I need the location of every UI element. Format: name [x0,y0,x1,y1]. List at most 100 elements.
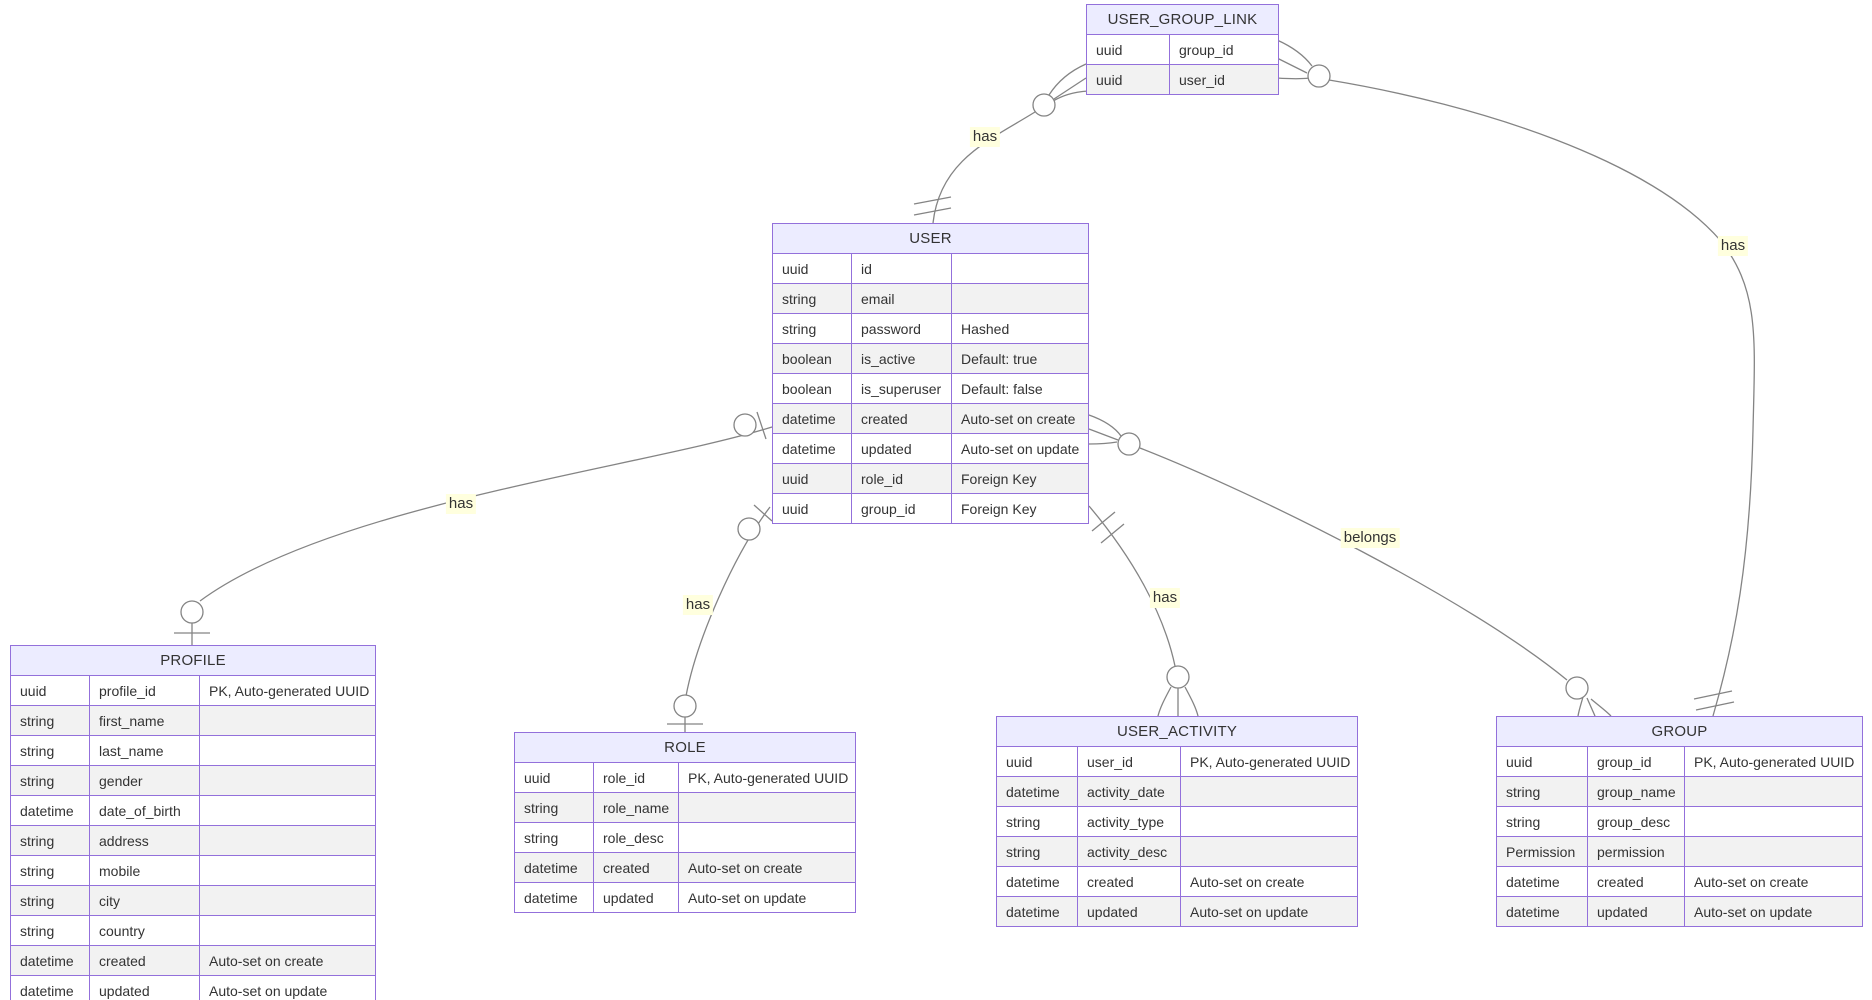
attr-name: created [1587,867,1684,896]
attr-name: group_id [851,494,951,523]
attr-type: string [20,922,55,939]
entity-title: PROFILE [11,646,375,676]
edge-link-group [1276,39,1755,717]
attr-comment [1684,777,1862,806]
tick-one [1100,523,1125,544]
crow-foot-many [1276,39,1313,67]
attr-comment [951,254,1088,283]
attr-name: email [851,284,951,313]
attr-type: string [20,832,55,849]
attr-name: first_name [89,706,199,735]
attr-comment [1180,837,1357,866]
attr-name: created [851,404,951,433]
attr-type: uuid [1006,753,1033,770]
attr-comment [199,916,375,945]
zero-circle [673,694,697,718]
attr-type: datetime [1006,783,1060,800]
entity-row: uuid group_id [1087,35,1278,65]
attr-type: uuid [1096,41,1123,58]
attr-name: updated [89,976,199,1000]
attr-type: string [1506,813,1541,830]
attr-name: role_id [851,464,951,493]
attr-name: city [89,886,199,915]
attr-comment: Foreign Key [951,494,1088,523]
attr-name: role_name [593,793,678,822]
attr-comment: Auto-set on update [678,883,855,912]
attr-comment [199,766,375,795]
attr-comment [951,284,1088,313]
entity-title: GROUP [1497,717,1862,747]
attr-type: boolean [782,380,832,397]
attr-comment: Auto-set on create [199,946,375,975]
attr-name: is_superuser [851,374,951,403]
attr-type: Permission [1506,843,1576,860]
crow-foot-many [1184,686,1199,717]
attr-type: datetime [20,952,74,969]
attr-comment: Auto-set on create [951,404,1088,433]
relationship-label: belongs [1340,528,1400,548]
attr-type: datetime [782,440,836,457]
attr-type: uuid [1506,753,1533,770]
attr-comment [678,793,855,822]
attr-type: string [1006,843,1041,860]
attr-name: user_id [1169,65,1278,94]
relationship-label: has [682,595,714,615]
attr-name: created [89,946,199,975]
crow-foot-many [1157,686,1172,717]
zero-circle [180,600,204,624]
attr-comment: Auto-set on create [1684,867,1862,896]
attr-name: last_name [89,736,199,765]
crow-foot-many [1088,414,1122,437]
attr-name: group_id [1169,35,1278,64]
relationship-label: has [1149,588,1181,608]
crow-foot-many [1052,90,1089,102]
attr-name: mobile [89,856,199,885]
tick-one [913,207,952,216]
attr-type: string [1006,813,1041,830]
edge-line [932,111,1036,224]
entity-title: USER_GROUP_LINK [1087,5,1278,35]
attr-comment [199,886,375,915]
attr-comment [199,826,375,855]
tick-one [756,411,767,440]
crow-foot-many [1088,428,1119,441]
zero-circle [1032,93,1056,117]
relationship-label: has [1717,236,1749,256]
attr-type: datetime [1006,903,1060,920]
attr-comment: Default: true [951,344,1088,373]
attr-comment [1684,807,1862,836]
attr-comment: Hashed [951,314,1088,343]
attr-comment: Auto-set on update [199,976,375,1000]
attr-name: updated [593,883,678,912]
crow-foot-many [1276,57,1308,74]
attr-type: string [20,772,55,789]
attr-comment [199,796,375,825]
attr-type: string [20,742,55,759]
edge-link-user [913,63,1089,224]
attr-comment [199,706,375,735]
